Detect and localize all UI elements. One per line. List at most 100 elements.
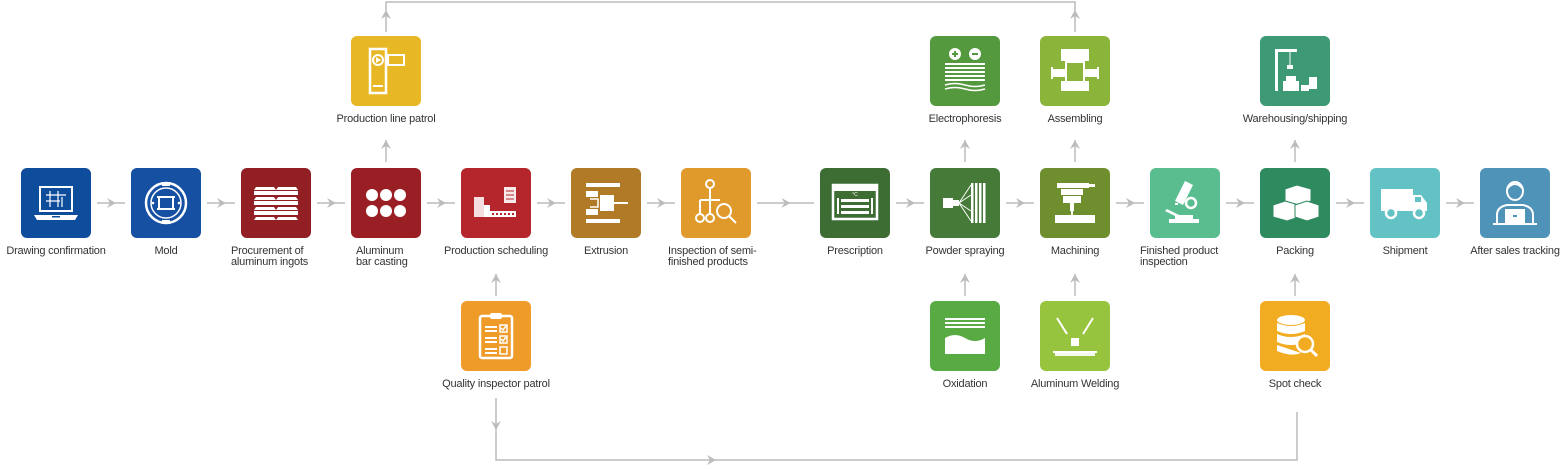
arrow-up-icon [1290,140,1300,149]
step-label: Assembling [1047,113,1103,125]
mold-icon [144,181,188,225]
electrophoresis-tile[interactable] [930,36,1000,106]
process-step-extrusion[interactable]: Extrusion [551,168,661,257]
step-label: Packing [1276,245,1314,257]
arrow-up-icon [381,10,391,19]
arrow-right-icon [217,198,226,208]
welding-robot-icon [1053,317,1097,356]
arrow-up-icon [960,274,970,283]
arrow-up-icon [491,274,501,283]
step-label: Powder spraying [925,245,1005,257]
mold-tile[interactable] [131,168,201,238]
tree-magnifier-icon [695,179,737,224]
truck-icon [1381,189,1427,220]
step-label: Production line patrol [336,113,436,125]
process-step-mold[interactable]: Mold [111,168,221,257]
process-step-machining[interactable]: Machining [1020,168,1130,257]
drawing-confirmation-tile[interactable] [21,168,91,238]
arrow-right-icon [547,198,556,208]
arrow-right-icon [781,198,791,208]
process-step-production-scheduling[interactable]: Production scheduling [441,168,551,257]
plus-minus-bath-icon [944,48,986,92]
boxes-icon [1272,184,1320,222]
arrow-up-icon [960,140,970,149]
clipboard-check-icon [478,313,514,360]
process-step-semi-inspection[interactable]: Inspection of semi-finished products [661,168,771,268]
machining-tile[interactable] [1040,168,1110,238]
process-step-warehousing[interactable]: Warehousing/shipping [1240,36,1350,125]
feedback-loop-bottom [495,398,1298,461]
arrow-up-icon [1070,10,1080,19]
arrow-up-icon [381,140,391,149]
arrow-right-icon [657,198,666,208]
process-step-spot-check[interactable]: Spot check [1240,301,1350,390]
process-step-welding[interactable]: Aluminum Welding [1020,301,1130,390]
arrow-up-icon [1070,140,1080,149]
arrow-right-icon [1016,198,1025,208]
database-search-icon [1277,315,1319,358]
assembling-tile[interactable] [1040,36,1110,106]
feedback-loop-top [385,1,1076,32]
video-camera-icon [368,47,405,95]
procurement-tile[interactable] [241,168,311,238]
arrow-right-icon [1456,198,1465,208]
step-label: Production scheduling [443,245,549,257]
step-label: Electrophoresis [928,113,1002,125]
process-step-drawing-confirmation[interactable]: Drawing confirmation [1,168,111,257]
process-step-oxidation[interactable]: Oxidation [910,301,1020,390]
prescription-tile[interactable]: °C [820,168,890,238]
line-patrol-tile[interactable] [351,36,421,106]
arrow-down-icon [491,421,501,430]
extrusion-tile[interactable] [571,168,641,238]
process-step-procurement[interactable]: Procurement of aluminum ingots [221,168,331,268]
process-step-electrophoresis[interactable]: Electrophoresis [910,36,1020,125]
oxidation-tank-icon [945,318,985,354]
process-step-powder-spraying[interactable]: Powder spraying [910,168,1020,257]
step-label: Inspection of semi-finished products [668,245,757,268]
oven-icon: °C [831,183,879,221]
process-step-packing[interactable]: Packing [1240,168,1350,257]
step-label: Warehousing/shipping [1242,113,1348,125]
process-step-after-sales[interactable]: After sales tracking [1460,168,1563,257]
step-label: Machining [1050,245,1100,257]
arrow-right-icon [437,198,446,208]
arrow-up-icon [1290,274,1300,283]
support-agent-icon [1493,181,1537,225]
packing-tile[interactable] [1260,168,1330,238]
process-step-assembling[interactable]: Assembling [1020,36,1130,125]
process-step-finished-inspection[interactable]: Finished product inspection [1130,168,1240,268]
production-scheduling-tile[interactable] [461,168,531,238]
shipment-tile[interactable] [1370,168,1440,238]
bar-casting-tile[interactable] [351,168,421,238]
arrow-right-icon [1346,198,1355,208]
process-step-line-patrol[interactable]: Production line patrol [331,36,441,125]
arrow-up-icon [1070,274,1080,283]
spot-check-tile[interactable] [1260,301,1330,371]
step-label: Extrusion [583,245,629,257]
process-step-quality-patrol[interactable]: Quality inspector patrol [441,301,551,390]
warehousing-tile[interactable] [1260,36,1330,106]
oxidation-tile[interactable] [930,301,1000,371]
laptop-blueprint-icon [34,186,78,220]
process-step-shipment[interactable]: Shipment [1350,168,1460,257]
arrow-right-icon [1236,198,1245,208]
semi-inspection-tile[interactable] [681,168,751,238]
step-label: Quality inspector patrol [442,378,550,390]
crane-forklift-icon [1275,49,1317,91]
assembly-icon [1051,49,1099,91]
process-step-bar-casting[interactable]: Aluminum bar casting [331,168,441,268]
step-label: Shipment [1382,245,1428,257]
step-label: Procurement of aluminum ingots [231,245,309,268]
svg-text:°C: °C [852,192,858,198]
arrow-right-icon [906,198,915,208]
welding-tile[interactable] [1040,301,1110,371]
finished-inspection-tile[interactable] [1150,168,1220,238]
milling-machine-icon [1055,183,1095,223]
extrusion-press-icon [586,183,628,223]
step-label: Spot check [1268,378,1322,390]
powder-spraying-tile[interactable] [930,168,1000,238]
quality-patrol-tile[interactable] [461,301,531,371]
after-sales-tile[interactable] [1480,168,1550,238]
